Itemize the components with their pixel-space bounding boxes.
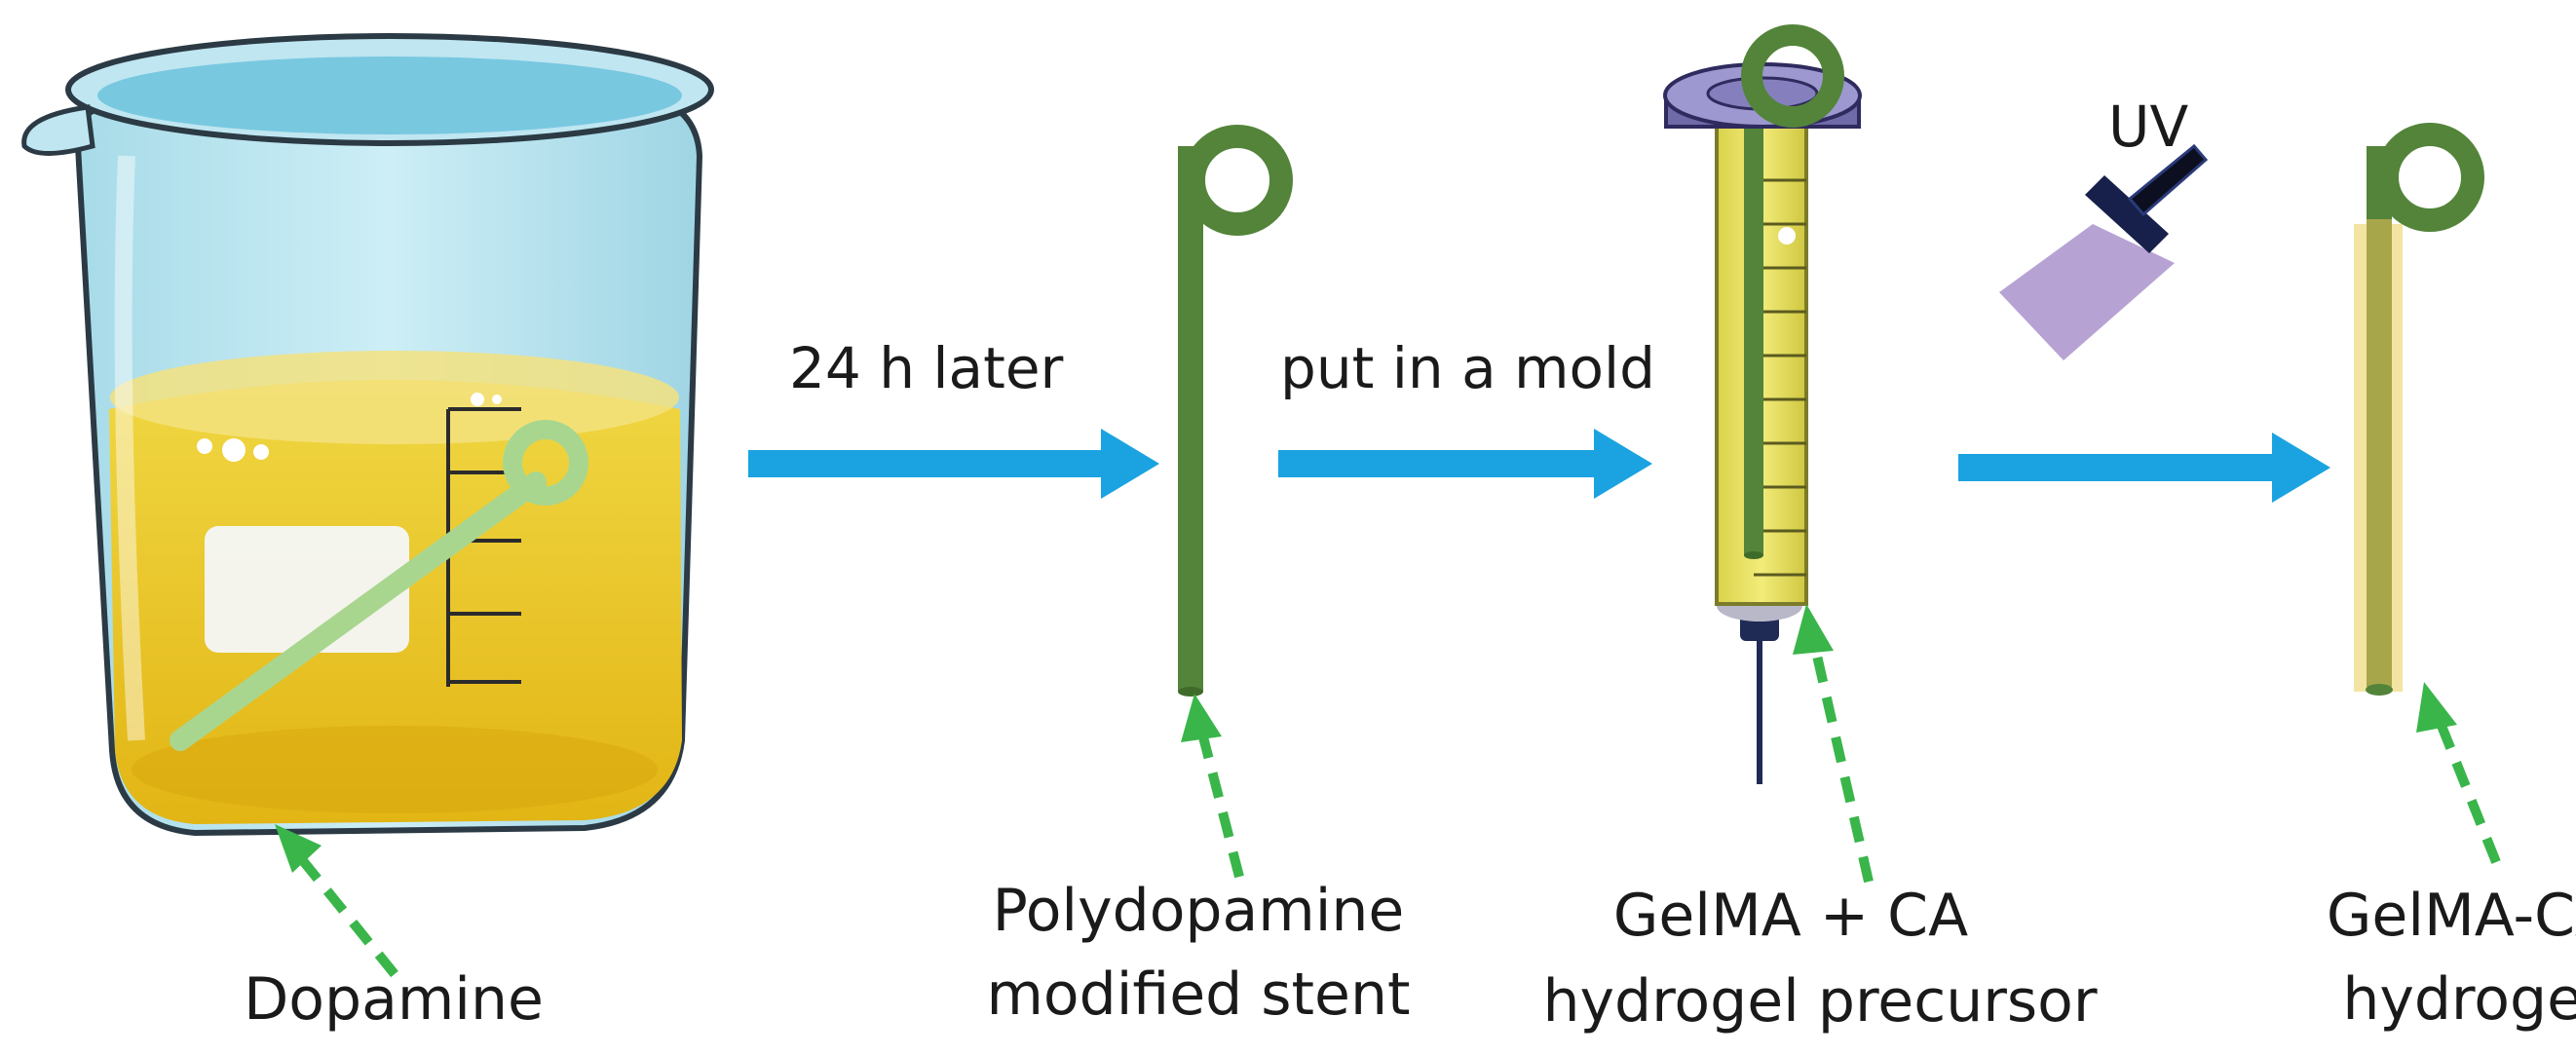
- process-arrow-3: [1958, 433, 2330, 503]
- hydrogel-pointer-head: [2416, 682, 2457, 733]
- hydrogel-label-line1: GelMA-CA: [2327, 882, 2576, 950]
- mold-label-line1: GelMA + CA: [1613, 882, 1968, 950]
- stent-label-line2: modified stent: [986, 961, 1410, 1029]
- submerged-stent-icon: [170, 420, 588, 751]
- process-arrow-2: [1278, 429, 1652, 499]
- dopamine-pointer-head: [275, 824, 322, 873]
- dopamine-label: Dopamine: [244, 965, 544, 1034]
- mold-pointer-head: [1793, 604, 1834, 655]
- stent-pointer-head: [1181, 694, 1222, 742]
- syringe-mold-icon: [1663, 24, 1862, 784]
- hydrogel-label-line2: hydrogel: [2342, 965, 2576, 1034]
- stent-label-line1: Polydopamine: [993, 877, 1405, 945]
- hydrogel-pointer-arrow: [2433, 714, 2501, 864]
- beaker-icon: [21, 33, 714, 837]
- stent-icon: [1178, 125, 1293, 697]
- arrow1-caption: 24 h later: [789, 335, 1064, 401]
- process-arrow-1: [748, 429, 1159, 499]
- arrow2-caption: put in a mold: [1280, 335, 1655, 401]
- mold-label-line2: hydrogel precursor: [1542, 967, 2097, 1036]
- stent-pointer-arrow: [1195, 724, 1244, 879]
- dopamine-pointer-arrow: [288, 844, 398, 978]
- hydrogel-stent-icon: [2354, 123, 2484, 696]
- uv-label: UV: [2108, 94, 2188, 160]
- uv-lamp-icon: [1999, 143, 2209, 360]
- mold-pointer-arrow: [1809, 641, 1874, 884]
